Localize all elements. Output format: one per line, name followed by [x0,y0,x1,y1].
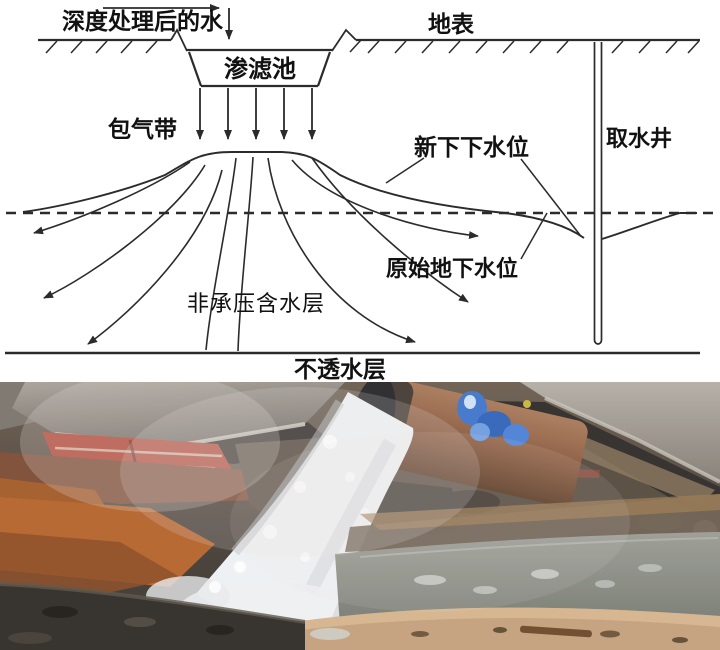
extraction-well-pipe [593,42,603,345]
discharge-pipe-photo [0,382,720,650]
ground-hatching-right [367,40,700,54]
diagram-canvas: 深度处理后的水 地表 渗滤池 包气带 新下下水位 取水井 原始地下水位 非承压含… [5,4,713,382]
dark-soil-bank [0,582,350,650]
label-leader-lines [385,157,581,260]
rusty-sediment-left [0,452,262,597]
new-water-table-curve [22,151,585,239]
ground-hatching-left [45,40,158,54]
label-extraction-well: 取水井 [606,127,672,152]
inlet-arrow [103,4,233,40]
label-new-water-table: 新下下水位 [414,134,529,161]
label-unconfined-aquifer: 非承压含水层 [187,292,325,317]
groundwater-recharge-diagram: 深度处理后的水 地表 渗滤池 包气带 新下下水位 取水井 原始地下水位 非承压含… [5,4,713,382]
photo-canvas [0,382,720,650]
flow-lines [33,156,479,352]
concrete-slab-top-right [520,382,720,484]
label-original-water-table: 原始地下水位 [386,256,518,282]
infiltration-arrows [196,88,316,140]
label-vadose-zone: 包气带 [108,116,177,143]
drawdown-curve-right-of-well [601,212,697,240]
label-impermeable-layer: 不透水层 [294,357,386,382]
label-ground-surface: 地表 [428,12,475,38]
label-infiltration-basin: 渗滤池 [224,55,296,83]
label-treated-water: 深度处理后的水 [62,8,224,35]
blue-plastic-bag [457,391,531,446]
infiltration-basin-shape [186,48,333,88]
basin-berm-right-tick [349,39,362,53]
steam-mist [0,382,720,650]
basin-berm-right [331,28,357,52]
basin-berm-left [170,28,188,52]
sandy-bank [295,607,720,650]
drainage-channel-water [335,494,720,626]
